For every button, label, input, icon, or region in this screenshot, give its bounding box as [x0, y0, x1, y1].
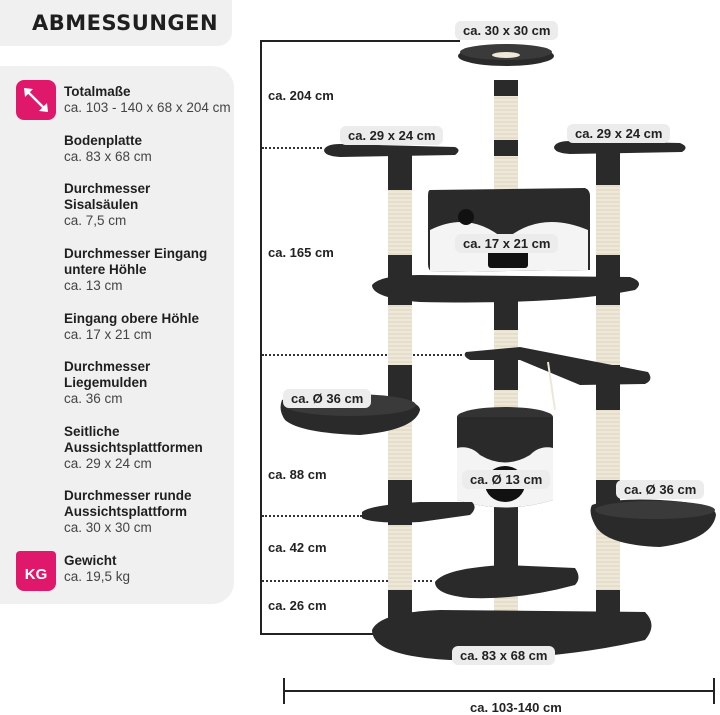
page-title: ABMESSUNGEN: [32, 11, 219, 35]
width-right-tick: [713, 678, 715, 704]
spec-label: Gewicht: [64, 553, 117, 568]
spec-value: ca. 36 cm: [64, 391, 123, 406]
width-label: ca. 103-140 cm: [470, 700, 562, 715]
spec-value: ca. 7,5 cm: [64, 213, 127, 228]
dotted-guide-88: [262, 354, 462, 356]
height-bottom-tick: [260, 633, 378, 635]
weight-kg-icon: KG: [16, 551, 56, 591]
callout-left-platform: ca. 29 x 24 cm: [340, 126, 444, 145]
width-left-tick: [283, 678, 285, 704]
dotted-guide-26: [262, 580, 432, 582]
callout-top-platform: ca. 30 x 30 cm: [455, 21, 559, 40]
height-label-165: ca. 165 cm: [268, 245, 334, 260]
spec-round-platform: Durchmesser runde Aussichtsplattform ca.…: [64, 488, 232, 536]
spec-sisal: Durchmesser Sisalsäulen ca. 7,5 cm: [64, 181, 232, 229]
spec-value: ca. 30 x 30 cm: [64, 520, 152, 535]
height-label-42: ca. 42 cm: [268, 540, 327, 555]
height-label-204: ca. 204 cm: [268, 88, 334, 103]
spec-side-platforms: Seitliche Aussichtsplattformen ca. 29 x …: [64, 424, 232, 472]
spec-label: Durchmesser Sisalsäulen: [64, 181, 151, 212]
height-label-88: ca. 88 cm: [268, 467, 327, 482]
spec-label: Bodenplatte: [64, 133, 143, 148]
spec-upper-cave: Eingang obere Höhle ca. 17 x 21 cm: [64, 311, 232, 343]
weight-icon-text: KG: [24, 565, 48, 583]
dotted-guide-42: [262, 515, 362, 517]
spec-value: ca. 29 x 24 cm: [64, 456, 152, 471]
diagonal-arrow-icon: [16, 80, 56, 120]
spec-value: ca. 13 cm: [64, 278, 123, 293]
height-top-tick: [260, 40, 460, 42]
spec-total: Totalmaße ca. 103 - 140 x 68 x 204 cm: [64, 84, 232, 116]
width-dimension-line: [283, 690, 715, 692]
spec-label: Seitliche Aussichtsplattformen: [64, 424, 203, 455]
callout-lower-cave: ca. Ø 13 cm: [462, 470, 551, 489]
spec-value: ca. 17 x 21 cm: [64, 327, 152, 342]
spec-hammocks: Durchmesser Liegemulden ca. 36 cm: [64, 359, 232, 407]
callout-left-hammock: ca. Ø 36 cm: [283, 389, 372, 408]
spec-label: Durchmesser runde Aussichtsplattform: [64, 488, 192, 519]
spec-value: ca. 103 - 140 x 68 x 204 cm: [64, 100, 231, 115]
spec-weight: Gewicht ca. 19,5 kg: [64, 553, 232, 585]
spec-value: ca. 19,5 kg: [64, 569, 131, 584]
spec-label: Totalmaße: [64, 84, 131, 99]
spec-panel: [0, 66, 234, 604]
callout-base: ca. 83 x 68 cm: [452, 646, 556, 665]
title-box: ABMESSUNGEN: [0, 0, 232, 46]
callout-right-hammock: ca. Ø 36 cm: [616, 480, 705, 499]
height-label-26: ca. 26 cm: [268, 598, 327, 613]
height-dimension-line: [260, 40, 262, 634]
callout-upper-cave: ca. 17 x 21 cm: [455, 234, 559, 253]
spec-label: Eingang obere Höhle: [64, 311, 200, 326]
spec-label: Durchmesser Eingang untere Höhle: [64, 246, 208, 277]
spec-value: ca. 83 x 68 cm: [64, 149, 152, 164]
spec-lower-cave: Durchmesser Eingang untere Höhle ca. 13 …: [64, 246, 232, 294]
spec-label: Durchmesser Liegemulden: [64, 359, 151, 390]
callout-right-platform: ca. 29 x 24 cm: [567, 124, 671, 143]
dotted-guide-165: [262, 147, 322, 149]
spec-base-plate: Bodenplatte ca. 83 x 68 cm: [64, 133, 232, 165]
